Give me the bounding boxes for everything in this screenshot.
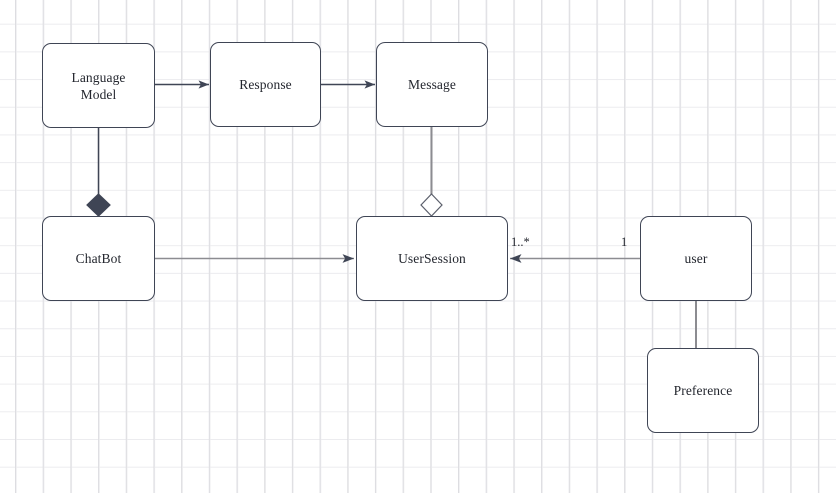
node-message[interactable]: Message bbox=[376, 42, 488, 127]
node-user[interactable]: user bbox=[640, 216, 752, 301]
node-label-line-1: Language bbox=[71, 69, 126, 85]
node-response[interactable]: Response bbox=[210, 42, 321, 127]
multiplicity-label-usersession: 1..* bbox=[511, 235, 530, 249]
node-language-model[interactable]: Language Model bbox=[42, 43, 155, 128]
node-response-label: Response bbox=[239, 77, 292, 92]
edge-message-to-usersession[interactable] bbox=[420, 127, 443, 217]
node-chatbot[interactable]: ChatBot bbox=[42, 216, 155, 301]
node-usersession-label: UserSession bbox=[398, 251, 466, 266]
hollow-diamond-marker bbox=[420, 193, 443, 217]
node-label-line-2: Model bbox=[80, 86, 117, 102]
node-chatbot-label: ChatBot bbox=[75, 251, 122, 266]
filled-diamond-marker bbox=[86, 193, 111, 217]
node-usersession[interactable]: UserSession bbox=[356, 216, 508, 301]
edge-language-model-to-chatbot[interactable] bbox=[86, 128, 111, 217]
node-message-label: Message bbox=[408, 77, 456, 92]
node-language-model-label: Language Model bbox=[71, 69, 125, 103]
node-user-label: user bbox=[684, 251, 708, 266]
multiplicity-label-user: 1 bbox=[621, 235, 628, 249]
node-preference-label: Preference bbox=[673, 383, 733, 398]
node-preference[interactable]: Preference bbox=[647, 348, 759, 433]
